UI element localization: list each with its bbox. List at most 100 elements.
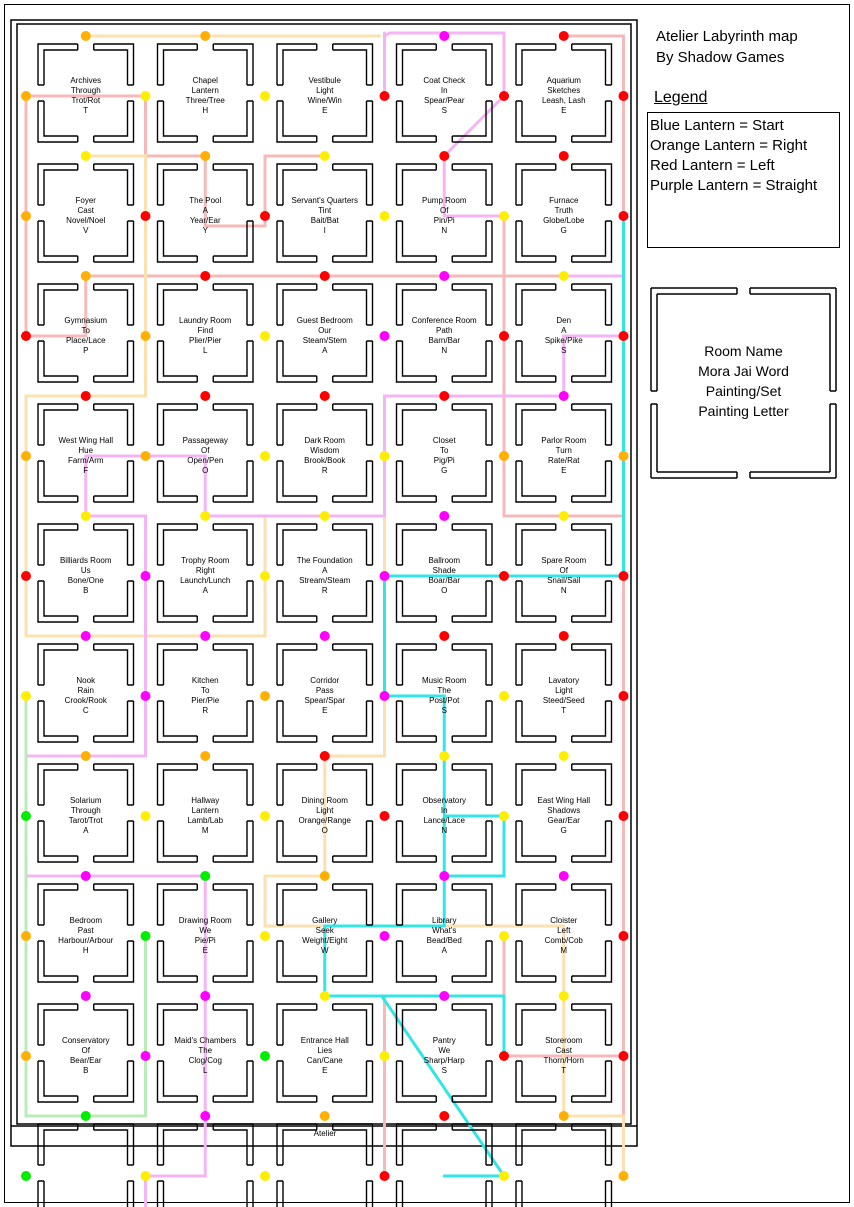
lantern-icon <box>558 151 569 161</box>
lantern-icon <box>21 1051 31 1061</box>
painting-set: Year/Ear <box>189 216 221 225</box>
mora-jai-word: A <box>322 566 328 575</box>
lantern-icon <box>21 91 31 101</box>
room-walls <box>515 883 613 983</box>
mora-jai-word: Cast <box>77 206 94 215</box>
room-walls <box>37 883 135 983</box>
painting-set: Stream/Steam <box>299 576 351 585</box>
lantern-icon <box>319 1111 330 1121</box>
lantern-icon <box>80 391 91 401</box>
room-walls <box>395 1123 493 1207</box>
painting-letter: Y <box>202 226 208 235</box>
room-name: Vestibule <box>308 76 341 85</box>
painting-set: Comb/Cob <box>544 936 583 945</box>
lantern-icon <box>558 631 569 641</box>
mora-jai-word: A <box>202 206 208 215</box>
room-walls <box>276 163 374 263</box>
lantern-icon <box>558 751 569 761</box>
painting-set: Pier/Pie <box>191 696 220 705</box>
painting-set: Spear/Spar <box>304 696 345 705</box>
lantern-icon <box>379 811 390 821</box>
room-name: Solarium <box>69 796 102 805</box>
painting-letter: R <box>202 706 209 715</box>
legend-box: Blue Lantern = Start Orange Lantern = Ri… <box>647 112 840 248</box>
room-name: Dining Room <box>301 796 348 805</box>
room-name: Servant's Quarters <box>291 196 358 205</box>
mora-jai-word: The <box>198 1046 213 1055</box>
lantern-icon <box>21 811 31 821</box>
room-walls <box>37 523 135 623</box>
painting-set: Open/Pen <box>187 456 224 465</box>
room-name: Observatory <box>422 796 467 805</box>
lantern-icon <box>618 451 629 461</box>
lantern-icon <box>618 1051 629 1061</box>
painting-set: Steed/Seed <box>542 696 585 705</box>
room-name: Closet <box>432 436 456 445</box>
painting-letter: R <box>321 466 328 475</box>
painting-set: Spike/Pike <box>544 336 583 345</box>
room-walls <box>156 883 254 983</box>
room-walls <box>156 283 254 383</box>
room-name: Storeroom <box>545 1036 583 1045</box>
painting-letter: E <box>322 1066 328 1075</box>
painting-letter: A <box>322 346 328 355</box>
room-walls <box>37 643 135 743</box>
painting-set: Bear/Ear <box>69 1056 102 1065</box>
room-walls <box>395 403 493 503</box>
lantern-icon <box>140 931 151 941</box>
mora-jai-word: Pass <box>315 686 334 695</box>
painting-letter: F <box>83 466 89 475</box>
lantern-icon <box>21 331 31 341</box>
painting-set: Trot/Rot <box>71 96 101 105</box>
room-walls <box>276 763 374 863</box>
room-walls <box>515 1123 613 1207</box>
painting-set: Three/Tree <box>185 96 225 105</box>
legend-title: Legend <box>654 89 708 106</box>
room-name: The Pool <box>189 196 222 205</box>
room-walls <box>276 1003 374 1103</box>
map-author: By Shadow Games <box>656 49 785 66</box>
key-painting-set: Painting/Set <box>705 383 782 399</box>
painting-set: Farm/Arm <box>67 456 104 465</box>
lantern-icon <box>439 631 450 641</box>
room-name: Coat Check <box>423 76 466 85</box>
lantern-icon <box>21 931 31 941</box>
lantern-icon <box>260 811 270 821</box>
lantern-icon <box>200 991 211 1001</box>
lantern-icon <box>379 1171 390 1181</box>
room-walls <box>276 403 374 503</box>
room-name: East Wing Hall <box>537 796 590 805</box>
room-walls <box>37 283 135 383</box>
room-walls <box>37 403 135 503</box>
lantern-icon <box>260 211 270 221</box>
lantern-icon <box>379 91 390 101</box>
room-walls <box>515 403 613 503</box>
mora-jai-word: The <box>437 686 452 695</box>
lantern-icon <box>319 751 330 761</box>
mora-jai-word: Our <box>318 326 332 335</box>
room-walls <box>515 1003 613 1103</box>
lantern-icon <box>499 931 509 941</box>
painting-set: Orange/Range <box>298 816 351 825</box>
painting-set: Novel/Noel <box>66 216 106 225</box>
maze-outer-wall <box>10 19 638 1147</box>
lantern-icon <box>439 991 450 1001</box>
painting-letter: G <box>560 826 567 835</box>
lantern-icon <box>200 391 211 401</box>
painting-letter: A <box>441 946 447 955</box>
room-name: Passageway <box>182 436 228 445</box>
